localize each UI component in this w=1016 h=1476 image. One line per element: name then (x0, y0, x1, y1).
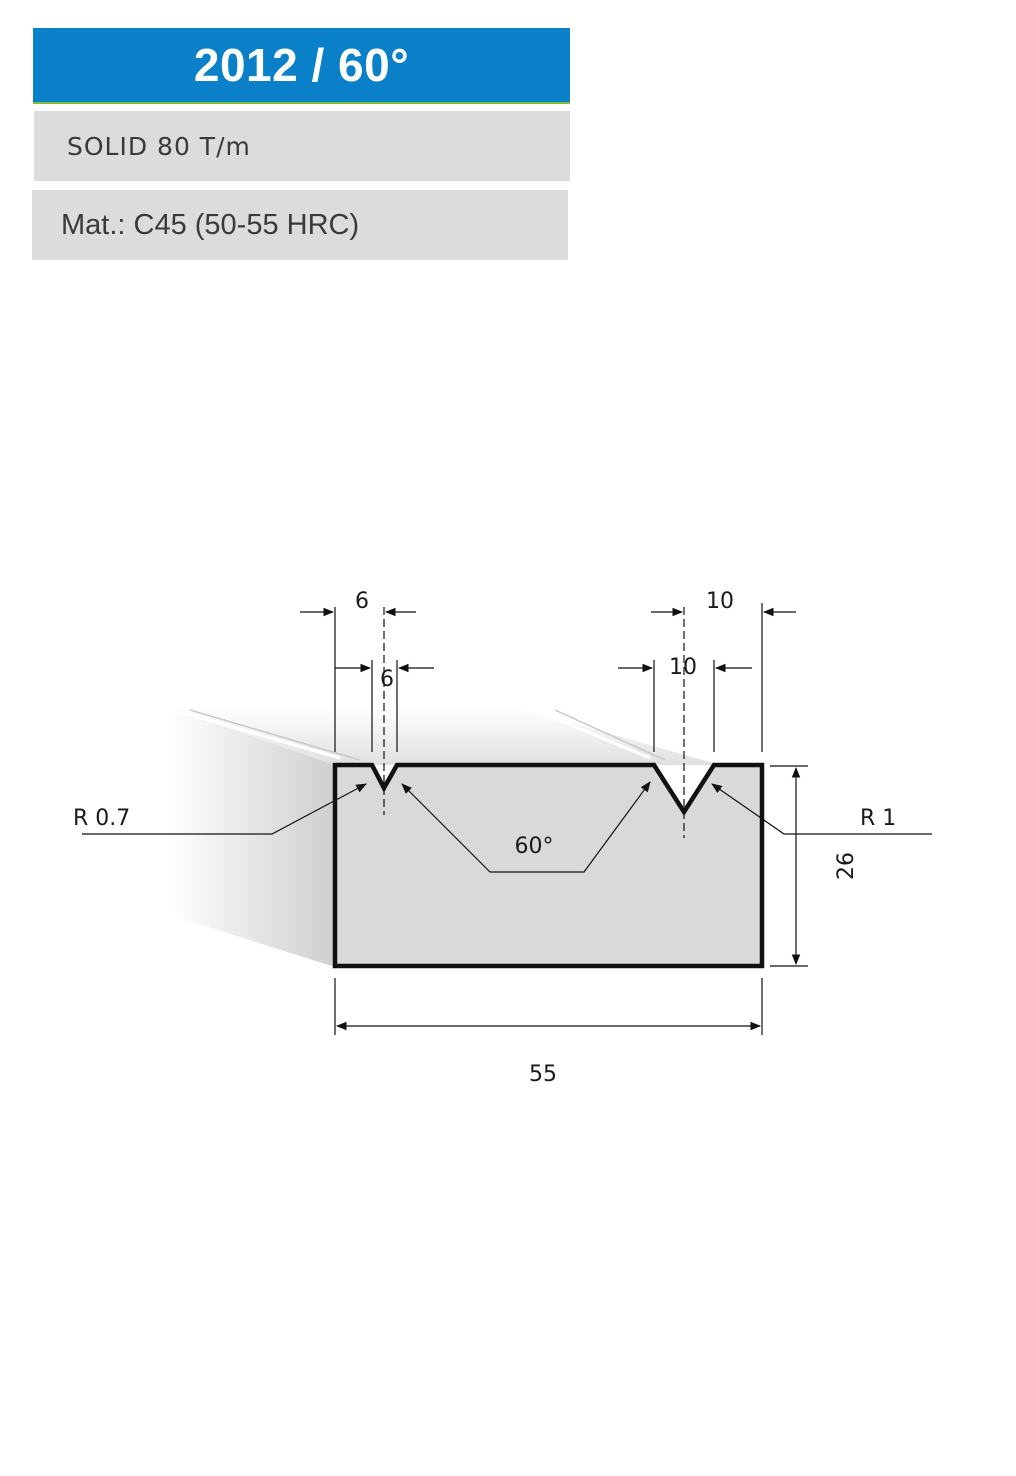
angle-label: 60° (515, 834, 554, 859)
dim-right-offset: 10 (706, 589, 734, 614)
material-label: Mat.: C45 (50-55 HRC) (32, 190, 568, 260)
die-perspective-shading (170, 708, 720, 967)
dim-right-width: 10 (669, 655, 697, 680)
product-title: 2012 / 60° (33, 28, 570, 104)
height-label: 26 (834, 852, 859, 880)
radius-right-label: R 1 (860, 806, 896, 831)
width-label: 55 (529, 1062, 557, 1087)
dim-left-width: 6 (380, 667, 394, 692)
radius-left-label: R 0.7 (73, 806, 130, 831)
type-load-label: SOLID 80 T/m (34, 111, 570, 181)
die-profile-outline (332, 762, 765, 969)
dim-left-offset: 6 (355, 589, 369, 614)
